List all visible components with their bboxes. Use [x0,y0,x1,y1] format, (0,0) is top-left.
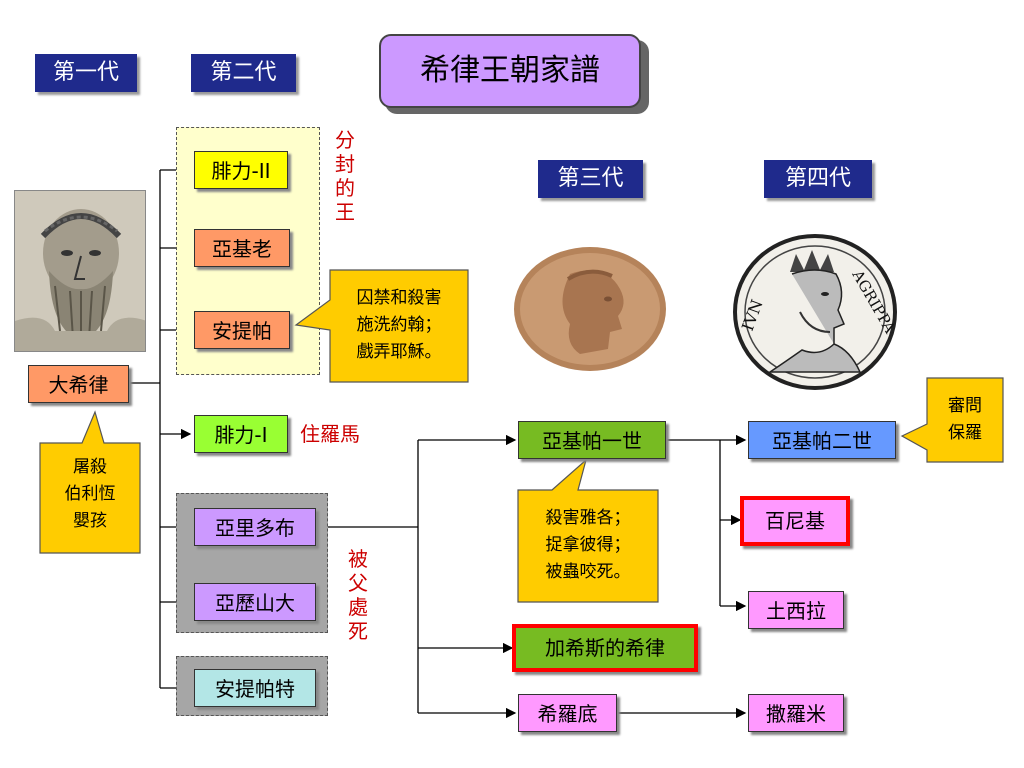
person-agrippa-1[interactable]: 亞基帕一世 [518,421,666,459]
agrippa1-callout: 殺害雅各； 捉拿彼得； 被蟲咬死。 [545,508,631,582]
agrippa2-callout: 審問 保羅 [948,396,982,443]
diagram-title: 希律王朝家譜 [379,34,641,108]
person-archelaus[interactable]: 亞基老 [194,229,290,267]
person-bernice[interactable]: 百尼基 [740,496,850,546]
lived-in-rome-label: 住羅馬 [300,422,360,446]
person-alexander[interactable]: 亞歷山大 [194,583,316,621]
person-agrippa-2[interactable]: 亞基帕二世 [748,421,896,459]
person-salome[interactable]: 撒羅米 [748,694,844,732]
person-herodias[interactable]: 希羅底 [518,694,617,732]
herod-callout-shape [39,410,141,554]
person-antipas[interactable]: 安提帕 [194,311,290,349]
generation-3-label: 第三代 [538,160,643,198]
agrippa-coin-image [510,244,670,374]
antipas-callout: 囚禁和殺害 施洗約翰； 戲弄耶穌。 [356,288,442,362]
generation-4-label: 第四代 [764,160,872,198]
person-philip-2[interactable]: 腓力-II [194,151,288,189]
agrippa2-callout-shape [900,377,1004,463]
generation-2-label: 第二代 [191,54,296,92]
person-philip-1[interactable]: 腓力-I [194,415,288,453]
agrippa-engraving-image: IVN AGRIPPA [730,232,900,392]
divided-kings-label: 分 封 的 王 [335,128,355,224]
person-drusilla[interactable]: 土西拉 [748,591,844,629]
killed-by-father-label: 被 父 處 死 [348,547,368,643]
generation-1-label: 第一代 [35,54,137,92]
person-herod-of-chalcis[interactable]: 加希斯的希律 [512,624,698,672]
antipas-callout-shape [294,269,469,383]
agrippa1-callout-shape [517,458,659,603]
person-herod-the-great[interactable]: 大希律 [28,365,129,403]
herod-callout: 屠殺 伯利恆 嬰孩 [64,457,116,531]
person-aristobulus[interactable]: 亞里多布 [194,508,316,546]
person-antipater[interactable]: 安提帕特 [194,669,316,707]
herod-portrait [14,190,146,352]
